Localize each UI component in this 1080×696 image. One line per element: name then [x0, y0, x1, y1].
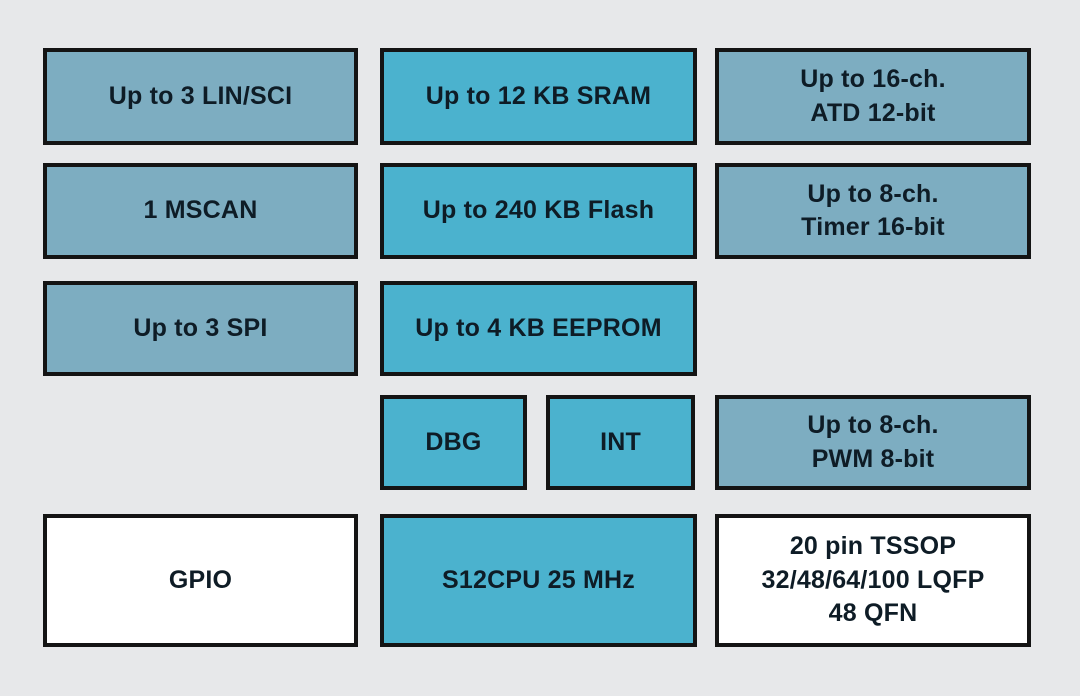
box-cpu-label: S12CPU 25 MHz: [442, 565, 635, 594]
box-dbg: DBG: [380, 395, 527, 490]
box-spi: Up to 3 SPI: [43, 281, 358, 376]
box-atd-label: Up to 16-ch. ATD 12-bit: [800, 65, 946, 127]
box-gpio: GPIO: [43, 514, 358, 647]
box-lin-sci-label: Up to 3 LIN/SCI: [108, 81, 293, 110]
box-int: INT: [546, 395, 695, 490]
box-lin-sci: Up to 3 LIN/SCI: [43, 48, 358, 145]
box-gpio-label: GPIO: [168, 565, 233, 594]
box-pwm-label: Up to 8-ch. PWM 8-bit: [807, 411, 939, 473]
box-eeprom-label: Up to 4 KB EEPROM: [415, 313, 662, 342]
box-spi-label: Up to 3 SPI: [133, 313, 268, 342]
box-mscan: 1 MSCAN: [43, 163, 358, 259]
box-package-label: 20 pin TSSOP 32/48/64/100 LQFP 48 QFN: [761, 532, 985, 628]
box-sram: Up to 12 KB SRAM: [380, 48, 697, 145]
box-sram-label: Up to 12 KB SRAM: [425, 81, 652, 110]
box-timer-label: Up to 8-ch. Timer 16-bit: [801, 179, 945, 242]
box-timer: Up to 8-ch. Timer 16-bit: [715, 163, 1031, 259]
box-cpu: S12CPU 25 MHz: [380, 514, 697, 647]
box-pwm: Up to 8-ch. PWM 8-bit: [715, 395, 1031, 490]
box-mscan-label: 1 MSCAN: [143, 196, 258, 225]
box-dbg-label: DBG: [425, 427, 482, 456]
box-flash: Up to 240 KB Flash: [380, 163, 697, 259]
box-package: 20 pin TSSOP 32/48/64/100 LQFP 48 QFN: [715, 514, 1031, 647]
box-flash-label: Up to 240 KB Flash: [422, 196, 655, 225]
box-eeprom: Up to 4 KB EEPROM: [380, 281, 697, 376]
box-atd: Up to 16-ch. ATD 12-bit: [715, 48, 1031, 145]
box-int-label: INT: [600, 427, 641, 456]
